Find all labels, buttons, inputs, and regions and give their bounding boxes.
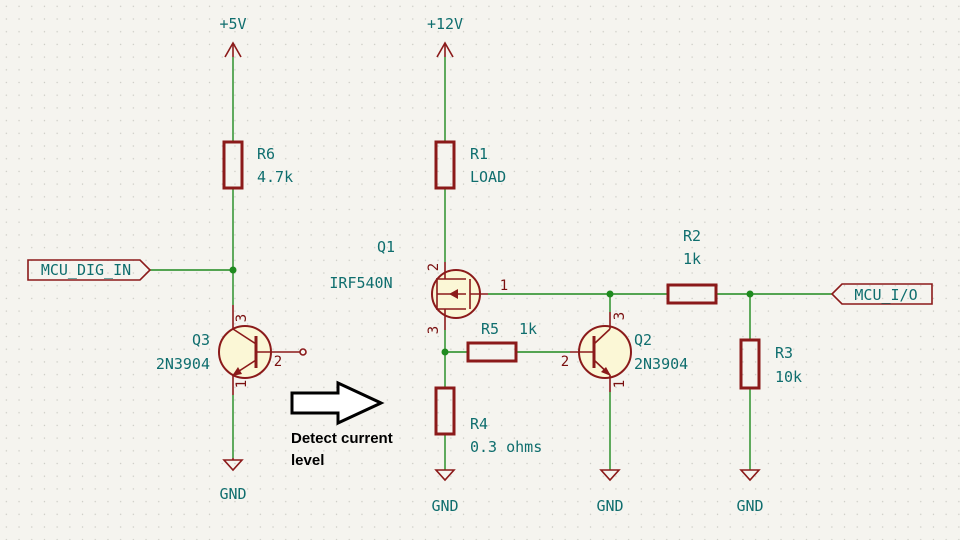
mosfet-q1[interactable]: Q1 IRF540N 2 1 3 <box>329 238 508 334</box>
r2-value: 1k <box>683 250 701 268</box>
r1-reference: R1 <box>470 145 488 163</box>
q2-value: 2N3904 <box>634 355 688 373</box>
resistor-r3[interactable]: R3 10k <box>739 338 802 390</box>
q2-pin-base: 2 <box>561 354 569 370</box>
gnd-symbol: GND <box>736 469 764 515</box>
q1-pin-drain: 2 <box>426 263 442 271</box>
q3-reference: Q3 <box>192 331 210 349</box>
r5-value: 1k <box>519 320 537 338</box>
q3-pin-base: 2 <box>274 354 282 370</box>
r6-value: 4.7k <box>257 168 293 186</box>
q2-pin-emitter: 1 <box>612 380 628 388</box>
q2-reference: Q2 <box>634 331 652 349</box>
gnd-symbol: GND <box>431 469 459 515</box>
arrow-right-icon <box>290 380 385 426</box>
wires <box>150 57 832 470</box>
junction-dot <box>606 290 614 298</box>
r2-reference: R2 <box>683 227 701 245</box>
q3-pin-emitter: 1 <box>234 380 250 388</box>
r1-value: LOAD <box>470 168 506 186</box>
gnd-label: GND <box>736 497 763 515</box>
unconnected-pin-marker <box>299 348 307 356</box>
q2-pin-collector: 3 <box>612 312 628 320</box>
resistor-r6[interactable]: R6 4.7k <box>222 140 293 190</box>
transistor-q3[interactable]: Q3 2N3904 3 2 1 <box>156 305 307 395</box>
mcu-io-label: MCU_I/O <box>854 286 917 304</box>
mcu-dig-in-label: MCU_DIG_IN <box>41 261 131 279</box>
junction-dot <box>441 348 449 356</box>
annotation-line-1: Detect current <box>291 430 393 447</box>
resistor-r4[interactable]: R4 0.3 ohms <box>434 386 542 456</box>
q1-pin-gate: 1 <box>500 278 508 294</box>
power-5v-symbol: +5V <box>219 15 247 58</box>
resistor-r1[interactable]: R1 LOAD <box>434 140 506 190</box>
r6-reference: R6 <box>257 145 275 163</box>
gnd-symbol: GND <box>596 469 624 515</box>
gnd-symbol: GND <box>219 458 247 503</box>
q3-value: 2N3904 <box>156 355 210 373</box>
r4-reference: R4 <box>470 415 488 433</box>
power-5v-label: +5V <box>219 15 246 33</box>
r4-value: 0.3 ohms <box>470 438 542 456</box>
resistor-r5[interactable]: R5 1k <box>466 320 537 363</box>
gnd-label: GND <box>219 485 246 503</box>
power-12v-label: +12V <box>427 15 463 33</box>
transistor-q2[interactable]: Q2 2N3904 3 2 1 <box>561 312 688 392</box>
junction-dot <box>229 266 237 274</box>
global-label-mcu-io[interactable]: MCU_I/O <box>830 283 933 305</box>
annotation-line-2: level <box>291 452 324 469</box>
global-label-mcu-dig-in[interactable]: MCU_DIG_IN <box>27 259 152 281</box>
gnd-label: GND <box>431 497 458 515</box>
junction-dot <box>746 290 754 298</box>
r5-reference: R5 <box>481 320 499 338</box>
gnd-label: GND <box>596 497 623 515</box>
q1-reference: Q1 <box>377 238 395 256</box>
power-12v-symbol: +12V <box>427 15 463 58</box>
r3-value: 10k <box>775 368 802 386</box>
q1-pin-source: 3 <box>426 326 442 334</box>
q3-pin-collector: 3 <box>234 314 250 322</box>
r3-reference: R3 <box>775 344 793 362</box>
q1-value: IRF540N <box>329 274 392 292</box>
resistor-r2[interactable]: R2 1k <box>666 227 718 305</box>
